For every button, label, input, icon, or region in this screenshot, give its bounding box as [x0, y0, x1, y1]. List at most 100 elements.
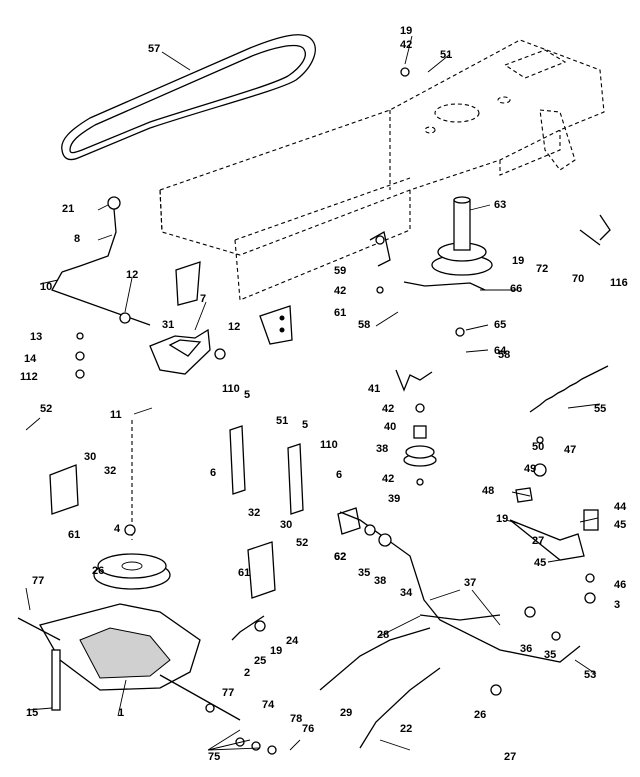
callout-label: 19 — [270, 645, 282, 657]
callout-label: 48 — [482, 485, 494, 497]
callout-label: 57 — [148, 43, 160, 55]
callout-label: 12 — [126, 269, 138, 281]
callout-label: 41 — [368, 383, 380, 395]
callout-label: 6 — [336, 469, 342, 481]
callout-label: 77 — [32, 575, 44, 587]
callout-label: 28 — [377, 629, 389, 641]
callout-label: 46 — [614, 579, 626, 591]
callout-label: 5 — [302, 419, 308, 431]
callout-label: 1 — [118, 707, 124, 719]
callout-label: 116 — [610, 277, 628, 289]
callout-label: 45 — [614, 519, 626, 531]
callout-label: 40 — [384, 421, 396, 433]
callout-labels: 5719425121812710311314112126359426158197… — [20, 25, 628, 763]
callout-label: 62 — [334, 551, 346, 563]
callout-label: 32 — [104, 465, 116, 477]
callout-label: 75 — [208, 751, 220, 763]
spring-25 — [231, 615, 265, 641]
callout-label: 3 — [614, 599, 620, 611]
callout-label: 38 — [376, 443, 388, 455]
callout-label: 44 — [614, 501, 627, 513]
callout-label: 61 — [238, 567, 250, 579]
callout-label: 26 — [92, 565, 104, 577]
linkage-rods — [319, 281, 581, 749]
callout-label: 66 — [510, 283, 522, 295]
drive-belt — [61, 34, 316, 161]
callout-label: 14 — [24, 353, 37, 365]
callout-label: 53 — [584, 669, 596, 681]
callout-label: 12 — [228, 321, 240, 333]
callout-label: 5 — [244, 389, 250, 401]
callout-label: 64 — [494, 345, 507, 357]
callout-label: 19 — [400, 25, 412, 37]
callout-label: 58 — [498, 349, 510, 361]
idler-pulley-63 — [431, 196, 493, 276]
callout-label: 8 — [74, 233, 80, 245]
shift-bracket — [149, 261, 293, 375]
callout-label: 42 — [382, 473, 394, 485]
callout-label: 63 — [494, 199, 506, 211]
callout-label: 19 — [512, 255, 524, 267]
callout-label: 61 — [68, 529, 80, 541]
pulley-38 — [403, 425, 437, 467]
callout-label: 59 — [334, 265, 346, 277]
callout-label: 31 — [162, 319, 174, 331]
callout-label: 30 — [84, 451, 96, 463]
callout-label: 50 — [532, 441, 544, 453]
callout-label: 4 — [114, 523, 121, 535]
callout-label: 58 — [358, 319, 370, 331]
callout-label: 7 — [200, 293, 206, 305]
callout-label: 110 — [320, 439, 338, 451]
callout-label: 11 — [110, 409, 122, 421]
callout-label: 26 — [474, 709, 486, 721]
callout-label: 15 — [26, 707, 38, 719]
chassis-frame — [159, 39, 605, 301]
callout-label: 13 — [30, 331, 42, 343]
callout-label: 37 — [464, 577, 476, 589]
callout-label: 65 — [494, 319, 506, 331]
callout-label: 42 — [382, 403, 394, 415]
callout-label: 70 — [572, 273, 584, 285]
callout-label: 45 — [534, 557, 546, 569]
callout-label: 77 — [222, 687, 234, 699]
transaxle — [17, 603, 241, 721]
callout-label: 36 — [520, 643, 532, 655]
callout-label: 72 — [536, 263, 548, 275]
callout-label: 32 — [248, 507, 260, 519]
callout-label: 29 — [340, 707, 352, 719]
callout-label: 51 — [440, 49, 452, 61]
callout-label: 62 — [334, 551, 346, 563]
callout-label: 24 — [286, 635, 299, 647]
callout-label: 39 — [388, 493, 400, 505]
callout-label: 61 — [334, 307, 346, 319]
callout-label: 42 — [334, 285, 346, 297]
leader-lines — [25, 35, 601, 751]
callout-label: 110 — [222, 383, 240, 395]
callout-label: 30 — [280, 519, 292, 531]
callout-label: 35 — [544, 649, 556, 661]
transmission-pulley — [93, 420, 171, 590]
shift-lever — [51, 196, 151, 326]
callout-label: 27 — [532, 535, 544, 547]
callout-label: 76 — [302, 723, 314, 735]
callout-label: 55 — [594, 403, 606, 415]
callout-label: 35 — [358, 567, 370, 579]
callout-label: 78 — [290, 713, 302, 725]
brackets — [49, 425, 599, 599]
callout-label: 10 — [40, 281, 52, 293]
callout-label: 52 — [40, 403, 52, 415]
callout-label: 112 — [20, 371, 38, 383]
callout-label: 42 — [400, 39, 412, 51]
callout-label: 51 — [276, 415, 288, 427]
callout-label: 6 — [210, 467, 216, 479]
callout-label: 38 — [374, 575, 386, 587]
callout-label: 27 — [504, 751, 516, 763]
callout-label: 74 — [262, 699, 275, 711]
spring-55 — [529, 365, 609, 413]
callout-label: 2 — [244, 667, 250, 679]
callout-label: 47 — [564, 444, 576, 456]
callout-label: 21 — [62, 203, 74, 215]
callout-label: 52 — [296, 537, 308, 549]
